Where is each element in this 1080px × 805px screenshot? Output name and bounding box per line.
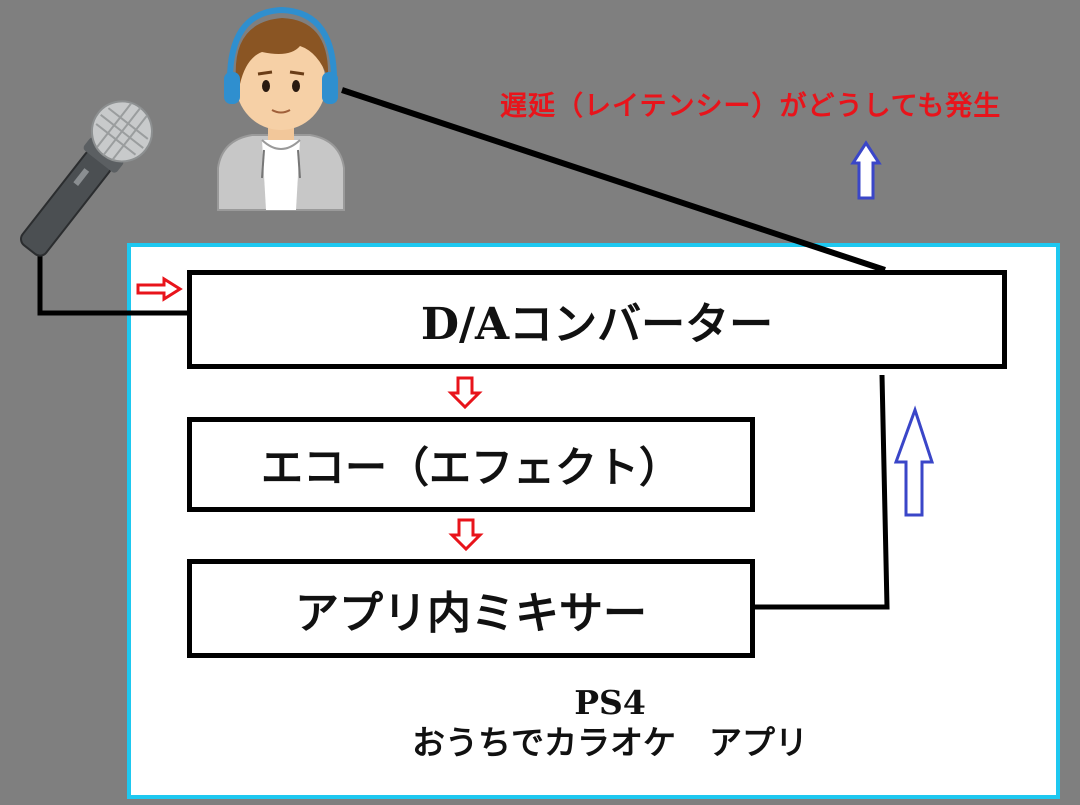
mic-cable xyxy=(37,250,190,316)
down-arrow-icon-2 xyxy=(448,518,484,552)
microphone-icon xyxy=(20,100,153,257)
da-converter-box: D/Aコンバーター xyxy=(187,270,1007,369)
frame-label-platform: PS4 xyxy=(574,683,646,722)
echo-effect-label: エコー（エフェクト） xyxy=(260,443,681,492)
headphone-cable xyxy=(341,87,886,273)
echo-effect-box: エコー（エフェクト） xyxy=(187,417,755,512)
down-arrow-icon-1 xyxy=(447,376,483,410)
mixer-output-cable xyxy=(755,374,890,610)
up-arrow-icon-large xyxy=(893,405,935,517)
up-arrow-icon-small xyxy=(850,140,882,200)
input-arrow-icon xyxy=(136,276,183,302)
app-mixer-label: アプリ内ミキサー xyxy=(295,587,647,639)
frame-label: PS4 おうちでカラオケ アプリ xyxy=(300,683,920,763)
person-with-headphones-icon xyxy=(217,6,345,211)
app-mixer-box: アプリ内ミキサー xyxy=(187,559,755,658)
latency-note: 遅延（レイテンシー）がどうしても発生 xyxy=(500,91,1002,122)
da-converter-label: D/Aコンバーター xyxy=(420,298,774,350)
frame-label-app: おうちでカラオケ アプリ xyxy=(412,723,808,762)
